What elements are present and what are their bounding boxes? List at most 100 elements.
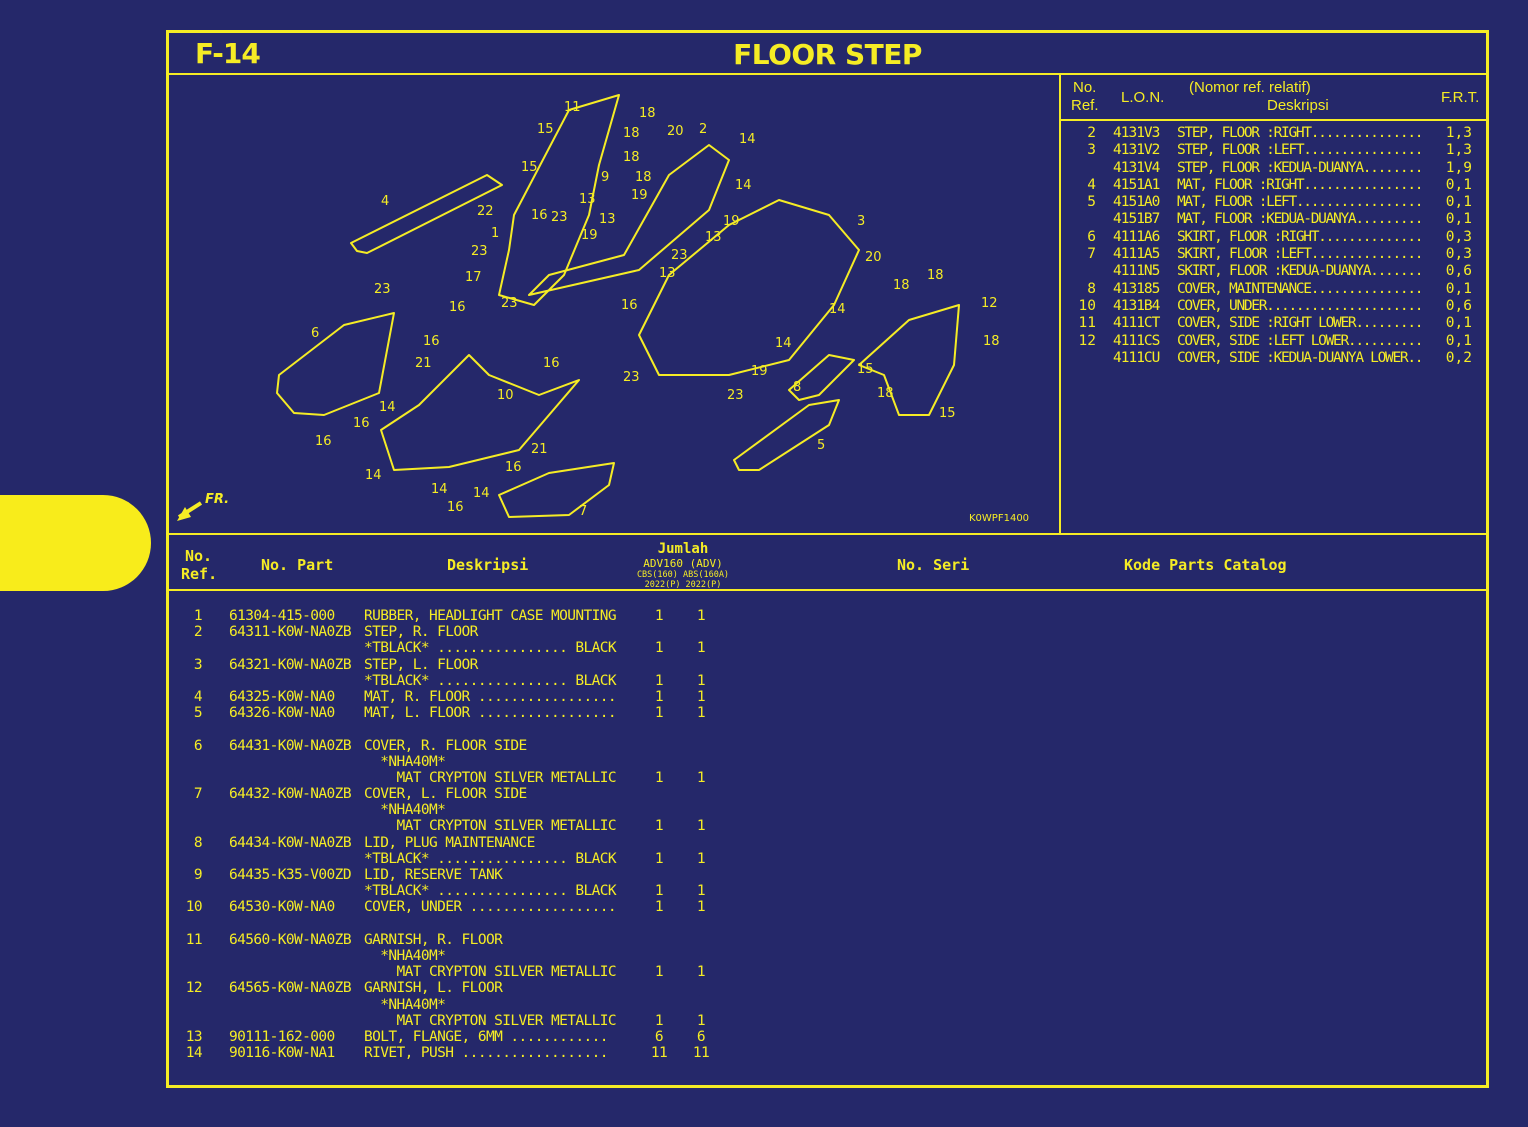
header-deskripsi: Deskripsi: [447, 556, 529, 574]
lon-ref: 5: [1087, 194, 1096, 211]
lon-desc: COVER, SIDE :LEFT LOWER..........: [1177, 332, 1423, 349]
row-description: RUBBER, HEADLIGHT CASE MOUNTING: [364, 608, 617, 624]
row-qty-abs: 1: [696, 1012, 706, 1029]
table-row: 5 64326-K0W-NA0 MAT, L. FLOOR ............…: [169, 705, 1486, 721]
row-description: *NHA40M*: [364, 802, 446, 819]
header-kode: Kode Parts Catalog: [1124, 556, 1287, 574]
row-ref: 4: [193, 688, 203, 705]
row-part-number: 64326-K0W-NA0: [229, 705, 335, 722]
part-garnish-shape: [858, 304, 960, 416]
row-part-number: 64435-K35-V00ZD: [229, 867, 352, 883]
catalog-page-frame: F-14 FLOOR STEP 11 18 15 18 20: [166, 30, 1489, 1088]
callout: 23: [374, 282, 391, 297]
lon-desc: STEP, FLOOR :LEFT................: [1177, 142, 1423, 159]
row-description: LID, PLUG MAINTENANCE: [364, 834, 535, 851]
lon-desc: MAT, FLOOR :RIGHT................: [1177, 176, 1423, 193]
lon-code: 4131V3: [1113, 125, 1160, 141]
row-part-number: 61304-415-000: [229, 608, 335, 624]
front-label: FR.: [205, 492, 229, 507]
callout: 1: [491, 226, 499, 241]
lon-frt: 0,6: [1445, 297, 1472, 314]
callout: 19: [631, 188, 648, 203]
callout: 14: [735, 178, 752, 193]
lon-frt: 0,1: [1445, 315, 1472, 332]
lon-code: 4151B7: [1113, 211, 1160, 228]
callout: 14: [365, 468, 382, 483]
row-qty-cbs: 1: [654, 883, 664, 900]
side-tab-marker: [0, 495, 151, 591]
lon-row: 12 4111CS COVER, SIDE :LEFT LOWER.........…: [1061, 333, 1486, 350]
lon-desc: COVER, SIDE :RIGHT LOWER.........: [1177, 315, 1423, 332]
callout: 19: [581, 228, 598, 243]
row-description: *NHA40M*: [364, 996, 446, 1013]
callout: 18: [983, 334, 1000, 349]
row-qty-cbs: 1: [654, 608, 664, 624]
lon-ref: 3: [1087, 142, 1096, 159]
callout: 18: [623, 150, 640, 165]
callout: 21: [415, 356, 432, 371]
lon-code: 4111CS: [1113, 332, 1160, 349]
callout: 23: [671, 248, 688, 263]
part-step-right-shape: [638, 199, 860, 376]
lon-code: 4111A6: [1113, 228, 1160, 245]
row-qty-cbs: 1: [654, 705, 664, 722]
callout: 16: [531, 208, 548, 223]
row-qty-abs: 1: [696, 964, 706, 981]
callout: 20: [667, 124, 684, 139]
row-qty-abs: 6: [696, 1028, 706, 1045]
diagram-id-label: K0WPF1400: [969, 513, 1029, 524]
row-qty-abs: 1: [696, 640, 706, 657]
callout: 15: [857, 362, 874, 377]
callout: 4: [381, 194, 389, 209]
callout: 18: [623, 126, 640, 141]
row-qty-cbs: 1: [654, 964, 664, 981]
row-ref: 5: [193, 705, 203, 722]
row-description: MAT, L. FLOOR .................: [364, 705, 617, 722]
part-floor-frame-shape: [528, 144, 730, 296]
callout: 23: [623, 370, 640, 385]
header-model: ADV160 (ADV): [643, 557, 723, 570]
row-qty-abs: 1: [696, 818, 706, 835]
lon-frt: 0,3: [1445, 228, 1472, 245]
row-part-number: 64311-K0W-NA0ZB: [229, 624, 352, 641]
part-step-left-shape: [498, 94, 620, 306]
callout: 15: [939, 406, 956, 421]
row-part-number: 64432-K0W-NA0ZB: [229, 786, 352, 803]
lon-ref: 10: [1078, 297, 1096, 314]
callout: 16: [621, 298, 638, 313]
callout: 9: [601, 170, 609, 185]
callout: 18: [877, 386, 894, 401]
row-part-number: 64321-K0W-NA0ZB: [229, 656, 352, 673]
callout: 18: [635, 170, 652, 185]
lon-ref: 12: [1078, 332, 1096, 349]
header-years: 2022(P) 2022(P): [644, 580, 722, 590]
title-row: F-14 FLOOR STEP: [169, 33, 1486, 75]
row-qty-abs: 1: [696, 705, 706, 722]
row-description: *NHA40M*: [364, 753, 446, 770]
row-qty-cbs: 1: [654, 672, 664, 689]
callout: 15: [537, 122, 554, 137]
callout: 23: [471, 244, 488, 259]
row-ref: 9: [193, 867, 203, 883]
lon-frt: 0,1: [1445, 332, 1472, 349]
lon-ref: 4: [1087, 176, 1096, 193]
callout: 21: [531, 442, 548, 457]
row-ref: 7: [193, 786, 203, 803]
row-description: RIVET, PUSH ..................: [364, 1045, 609, 1062]
row-qty-abs: 1: [696, 850, 706, 867]
row-ref: 6: [193, 737, 203, 754]
row-description: *TBLACK* ................ BLACK: [364, 640, 617, 657]
row-description: *NHA40M*: [364, 947, 446, 964]
